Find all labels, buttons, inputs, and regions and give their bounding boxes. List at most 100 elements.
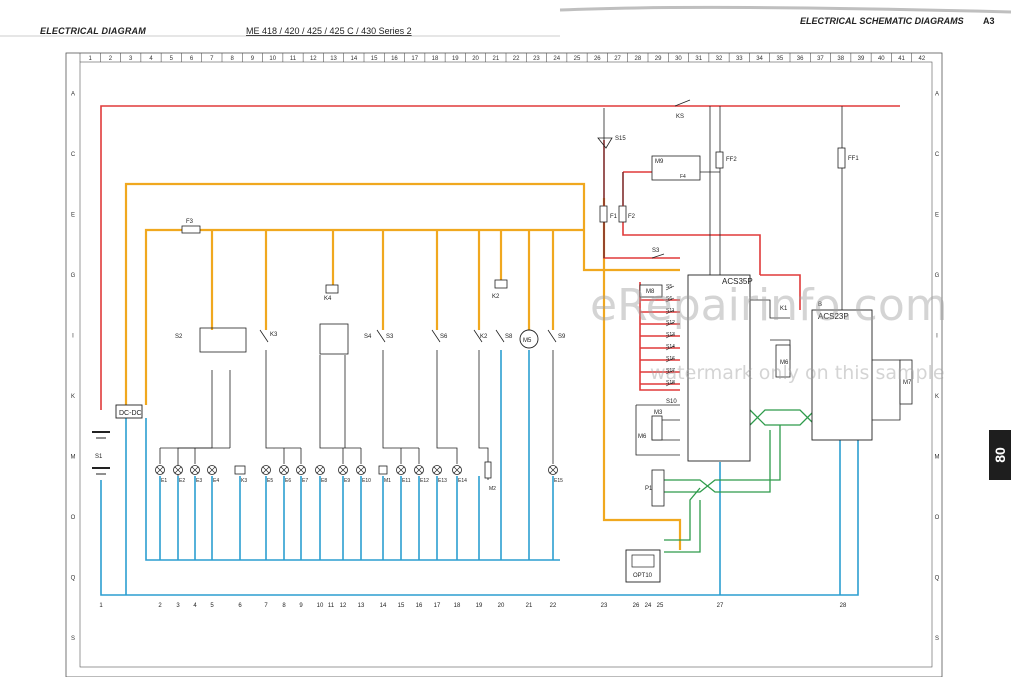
lamp-cross	[316, 466, 324, 474]
opt10-label: OPT10	[633, 573, 653, 579]
label-k4: K4	[324, 296, 332, 302]
input-label: S5	[666, 284, 672, 290]
lamp-label: E14	[458, 478, 467, 484]
circuit-number: 6	[238, 603, 242, 609]
row-label-left: A	[71, 91, 75, 97]
lamp-cross	[297, 466, 305, 474]
lamp-cross	[156, 466, 164, 474]
lamp-label: E7	[302, 478, 308, 484]
green-canbus	[664, 409, 816, 553]
label-m7: M7	[903, 380, 912, 386]
component-labels: F3 F1 F2 FF2 FF1 KS S15 S3 S2 S4 K3 S3 S…	[95, 114, 912, 492]
column-label: 26	[594, 56, 601, 62]
acs35p-box	[687, 274, 751, 462]
row-label-right: S	[935, 636, 939, 642]
header-swoosh	[559, 5, 1011, 14]
label-f2: F2	[628, 214, 636, 220]
circuit-number: 18	[454, 603, 461, 609]
lamp-label: E9	[344, 478, 350, 484]
frame-outer	[65, 52, 943, 677]
label-m6b: M6	[780, 360, 789, 366]
column-label: 42	[919, 56, 926, 62]
label-m6: M6	[638, 434, 647, 440]
lamp-cross	[191, 466, 199, 474]
input-label: S11	[666, 308, 675, 314]
battery-icon	[92, 431, 110, 475]
input-switch	[665, 345, 675, 351]
column-label: 39	[858, 56, 865, 62]
lamp-label: M1	[384, 478, 391, 484]
column-label: 23	[533, 56, 540, 62]
model-list: ME 418 / 420 / 425 / 425 C / 430 Series …	[246, 26, 412, 36]
column-label: 12	[310, 56, 317, 62]
column-label: 4	[149, 56, 153, 62]
circuit-number: 20	[498, 603, 505, 609]
lamp-label: E6	[285, 478, 291, 484]
row-label-left: Q	[71, 575, 76, 581]
row-label-left: C	[71, 152, 76, 158]
column-label: 18	[432, 56, 439, 62]
lamp-label: E12	[420, 478, 429, 484]
input-switch	[665, 321, 675, 327]
lamp-cross	[357, 466, 365, 474]
row-label-left: G	[71, 273, 76, 279]
column-label: 17	[411, 56, 418, 62]
lamp-label: K3	[241, 478, 247, 484]
label-m3: M3	[654, 410, 663, 416]
label-s9: S9	[558, 334, 566, 340]
label-f3: F3	[186, 219, 194, 225]
circuit-number: 5	[210, 603, 214, 609]
input-label: S14	[666, 344, 675, 350]
circuit-number: 3	[176, 603, 180, 609]
lamp-cross	[549, 466, 557, 474]
fuse-f1	[599, 205, 608, 223]
circuit-number: 19	[476, 603, 483, 609]
fuse-ff2	[715, 151, 724, 169]
f4-label: F4	[680, 174, 686, 180]
fuse-f3	[181, 225, 201, 234]
label-s4: S4	[364, 334, 372, 340]
circuit-number: 22	[550, 603, 557, 609]
relay-k2	[494, 279, 508, 289]
acs35p-label: ACS35P	[722, 277, 753, 286]
chapter-tab[interactable]: 80	[989, 430, 1011, 480]
column-label: 38	[837, 56, 844, 62]
watermark-text: eRepairinfo.com	[590, 280, 948, 331]
column-label: 6	[190, 56, 194, 62]
circuit-number: 1	[99, 603, 103, 609]
column-label: 3	[129, 56, 133, 62]
blue-wires	[100, 350, 859, 596]
diagram-section-title: ELECTRICAL DIAGRAM	[40, 26, 146, 36]
column-label: 29	[655, 56, 662, 62]
column-label: 16	[391, 56, 398, 62]
m9-box	[651, 155, 701, 181]
lamp-label: E2	[179, 478, 185, 484]
lamp-cross	[339, 466, 347, 474]
label-ff2: FF2	[726, 157, 737, 163]
circuit-number: 2	[158, 603, 162, 609]
circuit-number: 14	[380, 603, 387, 609]
fuse-ff1	[837, 147, 846, 169]
lamp-label: E5	[267, 478, 273, 484]
label-s6: S6	[440, 334, 448, 340]
column-label: 24	[553, 56, 560, 62]
s2-box	[199, 327, 247, 353]
input-label: S18	[666, 380, 675, 386]
label-k2: K2	[492, 294, 500, 300]
circuit-number: 21	[526, 603, 533, 609]
label-s15: S15	[615, 136, 626, 142]
input-switch	[665, 333, 675, 339]
column-label: 15	[371, 56, 378, 62]
fuse-f2	[618, 205, 627, 223]
row-label-left: O	[71, 515, 76, 521]
column-label: 32	[716, 56, 723, 62]
label-k2b: K2	[480, 334, 488, 340]
row-label-right: C	[935, 152, 940, 158]
input-label: S17	[666, 368, 675, 374]
circuit-number: 16	[416, 603, 423, 609]
label-s2: S2	[175, 334, 183, 340]
